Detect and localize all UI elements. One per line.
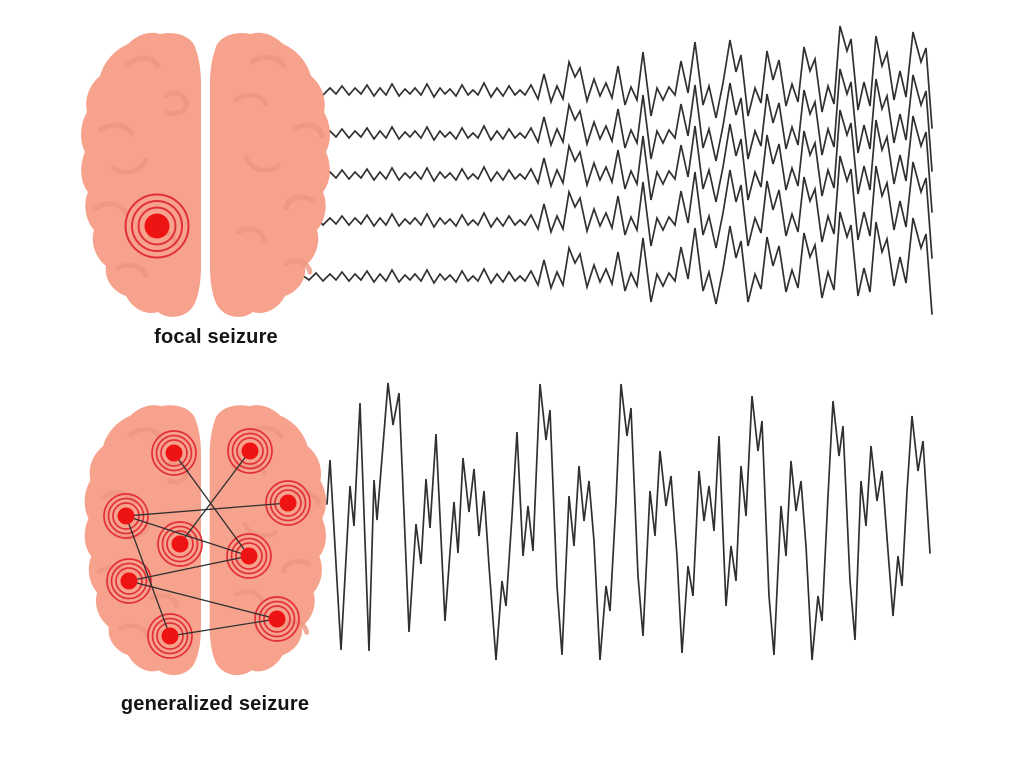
focus-connection-line — [128, 580, 278, 620]
focus-ring — [254, 596, 300, 642]
generalized-wave-group — [326, 382, 931, 661]
focus-ring — [151, 617, 189, 655]
focus-ring — [166, 530, 194, 558]
focus-ring — [156, 622, 184, 650]
eeg-trace — [326, 382, 931, 661]
focus-connection-line — [179, 450, 251, 545]
focus-ring — [112, 502, 140, 530]
focal-seizure-label: focal seizure — [154, 326, 278, 348]
focus-ring — [107, 497, 145, 535]
focus-ring — [274, 489, 302, 517]
focus-ring — [235, 542, 263, 570]
focus-ring — [258, 600, 296, 638]
focus-connection-line — [169, 618, 278, 637]
focus-dot — [241, 442, 259, 460]
focus-dot — [171, 535, 189, 553]
focus-ring — [137, 206, 177, 246]
focus-ring — [151, 430, 197, 476]
focus-ring — [227, 428, 273, 474]
focus-connection-line — [125, 515, 250, 557]
focus-connection-line — [173, 452, 250, 557]
focus-connection-line — [128, 555, 250, 582]
focus-connection-line — [125, 515, 171, 637]
focus-dot — [144, 213, 170, 239]
generalized-brain — [85, 405, 326, 675]
focus-ring — [226, 533, 272, 579]
focus-dot — [240, 547, 258, 565]
focus-ring — [263, 605, 291, 633]
focus-ring — [147, 613, 193, 659]
focus-ring — [106, 558, 152, 604]
eeg-trace — [294, 68, 933, 172]
focus-dot — [268, 610, 286, 628]
focal-brain — [81, 33, 330, 317]
focus-ring — [157, 521, 203, 567]
focus-ring — [231, 432, 269, 470]
focus-ring — [161, 525, 199, 563]
focus-ring — [110, 562, 148, 600]
focus-dot — [161, 627, 179, 645]
focus-ring — [115, 567, 143, 595]
focus-ring — [124, 193, 190, 259]
eeg-trace — [294, 211, 933, 315]
focus-ring — [103, 493, 149, 539]
focus-ring — [269, 484, 307, 522]
eeg-trace — [294, 25, 933, 129]
focus-connection-line — [125, 502, 289, 517]
focus-ring — [265, 480, 311, 526]
generalized-foci-network — [103, 428, 311, 659]
focus-dot — [165, 444, 183, 462]
focal-wave-group — [294, 25, 933, 315]
focus-dot — [279, 494, 297, 512]
focal-focus-marker — [124, 193, 190, 259]
eeg-trace — [294, 155, 933, 259]
focus-ring — [131, 200, 183, 252]
focus-dot — [117, 507, 135, 525]
focus-ring — [155, 434, 193, 472]
generalized-seizure-label: generalized seizure — [120, 693, 310, 715]
eeg-trace — [294, 109, 933, 213]
focus-ring — [236, 437, 264, 465]
focus-ring — [230, 537, 268, 575]
focus-ring — [160, 439, 188, 467]
focus-dot — [120, 572, 138, 590]
